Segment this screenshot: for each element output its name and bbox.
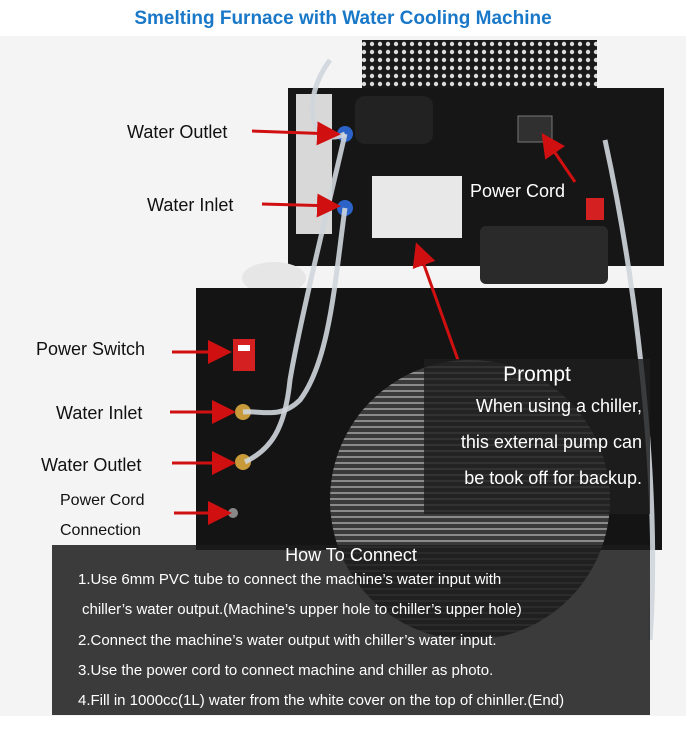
label-power-cord-connection-1: Power Cord (60, 492, 145, 509)
power-cord-top-arrow (541, 133, 577, 183)
how-to-step: 1.Use 6mm PVC tube to connect the machin… (78, 571, 502, 588)
prompt-line: be took off for backup. (464, 468, 642, 488)
power-switch-icon (233, 339, 255, 371)
label-power-cord-top: Power Cord (470, 181, 566, 201)
how-to-connect-box: How To Connect 1.Use 6mm PVC tube to con… (52, 545, 650, 715)
water-fill-cap (242, 262, 306, 294)
label-power-switch: Power Switch (36, 339, 146, 359)
how-to-step: chiller’s water output.(Machine’s upper … (82, 601, 522, 618)
label-power-cord-connection-2: Connection (60, 522, 141, 539)
water-outlet-top-arrow (251, 121, 341, 146)
power-adapter (480, 226, 608, 284)
prompt-box: Prompt When using a chiller, this extern… (424, 359, 650, 514)
label-water-outlet-top: Water Outlet (127, 122, 228, 142)
label-water-inlet-bottom: Water Inlet (56, 403, 143, 423)
page-title: Smelting Furnace with Water Cooling Mach… (134, 8, 552, 29)
prompt-line: this external pump can (460, 432, 642, 452)
pump-prompt-arrow (412, 242, 460, 361)
how-to-heading: How To Connect (285, 545, 417, 565)
water-inlet-top-arrow (261, 193, 341, 218)
label-water-inlet-top: Water Inlet (147, 195, 234, 215)
label-water-outlet-bottom: Water Outlet (41, 455, 142, 475)
how-to-step: 2.Connect the machine’s water output wit… (78, 632, 497, 649)
how-to-step: 3.Use the power cord to connect machine … (78, 662, 494, 679)
upper-switch-icon (586, 198, 604, 220)
prompt-line: When using a chiller, (475, 396, 642, 416)
prompt-heading: Prompt (503, 363, 571, 386)
how-to-step: 4.Fill in 1000cc(1L) water from the whit… (78, 692, 565, 709)
